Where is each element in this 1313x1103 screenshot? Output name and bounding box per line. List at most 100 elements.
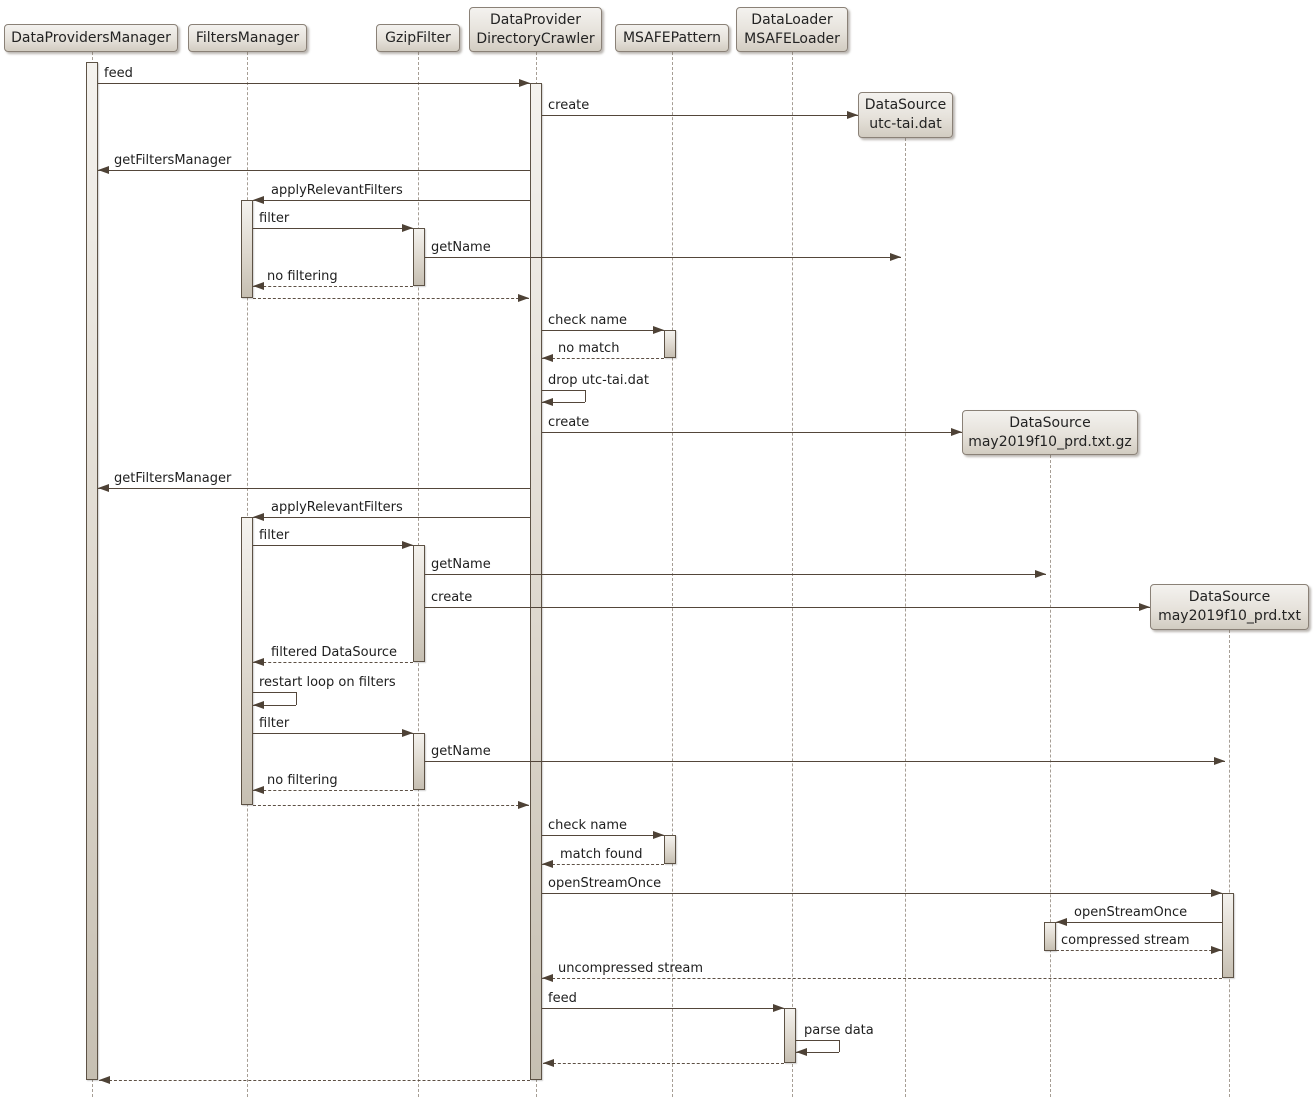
arrowhead-icon: [653, 831, 664, 839]
arrowhead-icon: [1211, 946, 1222, 954]
message-label: getFiltersManager: [114, 153, 232, 168]
message-label: getName: [431, 557, 491, 572]
return-message-line: [542, 978, 1222, 979]
activation-bar: [241, 200, 253, 298]
message-label: match found: [560, 847, 643, 862]
activation-bar: [413, 733, 425, 790]
box-label: DataSource: [864, 97, 947, 114]
arrowhead-icon: [519, 79, 530, 87]
arrowhead-icon: [653, 326, 664, 334]
message-line: [98, 170, 530, 171]
lifeline-datasource-utc-tai-dat: [905, 138, 906, 1097]
activation-bar: [86, 62, 98, 1080]
message-line: [542, 330, 664, 331]
box-label: MSAFEPattern: [622, 29, 722, 46]
message-line: [542, 893, 1222, 894]
box-label: utc-tai.dat: [869, 116, 942, 132]
self-message-line: [585, 390, 586, 402]
participant-box-gzip-filter: GzipFilter: [376, 24, 460, 52]
lifeline-datasource-may2019f10-prd-txt: [1229, 630, 1230, 1097]
arrowhead-icon: [1035, 570, 1046, 578]
message-label: feed: [104, 66, 133, 81]
box-label: DataProvidersManager: [11, 29, 171, 46]
arrowhead-icon: [253, 658, 264, 666]
arrowhead-icon: [1056, 918, 1067, 926]
participant-box-msafe-pattern: MSAFEPattern: [615, 24, 729, 52]
arrowhead-icon: [847, 111, 858, 119]
message-line: [425, 761, 1225, 762]
self-message-line: [253, 705, 296, 706]
arrowhead-icon: [253, 701, 264, 709]
message-label: applyRelevantFilters: [271, 183, 403, 198]
message-line: [425, 574, 1046, 575]
self-message-line: [253, 692, 296, 693]
arrowhead-icon: [543, 1059, 554, 1067]
return-message-line: [542, 358, 664, 359]
message-label: openStreamOnce: [1074, 905, 1188, 920]
message-label: no match: [558, 341, 620, 356]
activation-bar: [413, 228, 425, 286]
message-label: getName: [431, 744, 491, 759]
message-label: check name: [548, 818, 628, 833]
message-line: [1056, 922, 1222, 923]
arrowhead-icon: [253, 786, 264, 794]
message-label: create: [431, 590, 473, 605]
message-label: no filtering: [267, 773, 338, 788]
box-label: may2019f10_prd.txt: [1158, 608, 1301, 624]
arrowhead-icon: [253, 513, 264, 521]
arrowhead-icon: [542, 398, 553, 406]
message-line: [98, 83, 530, 84]
participant-box-filters-manager: FiltersManager: [188, 24, 307, 52]
return-message-line: [542, 864, 664, 865]
object-box-datasource-utc-tai-dat: DataSource utc-tai.dat: [858, 92, 953, 138]
message-label: check name: [548, 313, 628, 328]
message-label: parse data: [804, 1023, 874, 1038]
arrowhead-icon: [402, 224, 413, 232]
return-message-line: [253, 662, 413, 663]
box-label: GzipFilter: [385, 29, 451, 46]
message-label: create: [548, 415, 590, 430]
arrowhead-icon: [796, 1048, 807, 1056]
arrowhead-icon: [518, 294, 529, 302]
message-line: [425, 607, 1150, 608]
arrowhead-icon: [542, 860, 553, 868]
arrowhead-icon: [99, 1076, 110, 1084]
message-line: [253, 545, 413, 546]
message-line: [98, 488, 530, 489]
return-message-line: [253, 286, 413, 287]
activation-bar: [413, 545, 425, 662]
arrowhead-icon: [1214, 757, 1225, 765]
return-message-line: [543, 1063, 784, 1064]
arrowhead-icon: [402, 729, 413, 737]
message-label: no filtering: [267, 269, 338, 284]
box-label: FiltersManager: [195, 29, 300, 46]
message-line: [253, 200, 530, 201]
activation-bar: [664, 835, 676, 864]
message-label: filter: [259, 528, 290, 543]
message-line: [542, 115, 858, 116]
arrowhead-icon: [1139, 603, 1150, 611]
activation-bar: [784, 1008, 796, 1063]
box-label: may2019f10_prd.txt.gz: [968, 433, 1132, 450]
participant-box-data-providers-manager: DataProvidersManager: [4, 24, 178, 52]
message-line: [542, 835, 664, 836]
self-message-line: [796, 1052, 839, 1053]
message-line: [542, 432, 962, 433]
arrowhead-icon: [951, 428, 962, 436]
return-message-line: [253, 298, 529, 299]
self-message-line: [542, 402, 585, 403]
arrowhead-icon: [98, 166, 109, 174]
message-label: openStreamOnce: [548, 876, 662, 891]
box-label: DirectoryCrawler: [476, 30, 595, 47]
arrowhead-icon: [542, 354, 553, 362]
message-line: [253, 228, 413, 229]
message-label: create: [548, 98, 590, 113]
message-label: getFiltersManager: [114, 471, 232, 486]
message-label: restart loop on filters: [259, 675, 396, 690]
box-label: DataSource: [1009, 414, 1091, 431]
activation-bar: [1222, 893, 1234, 978]
message-label: applyRelevantFilters: [271, 500, 403, 515]
